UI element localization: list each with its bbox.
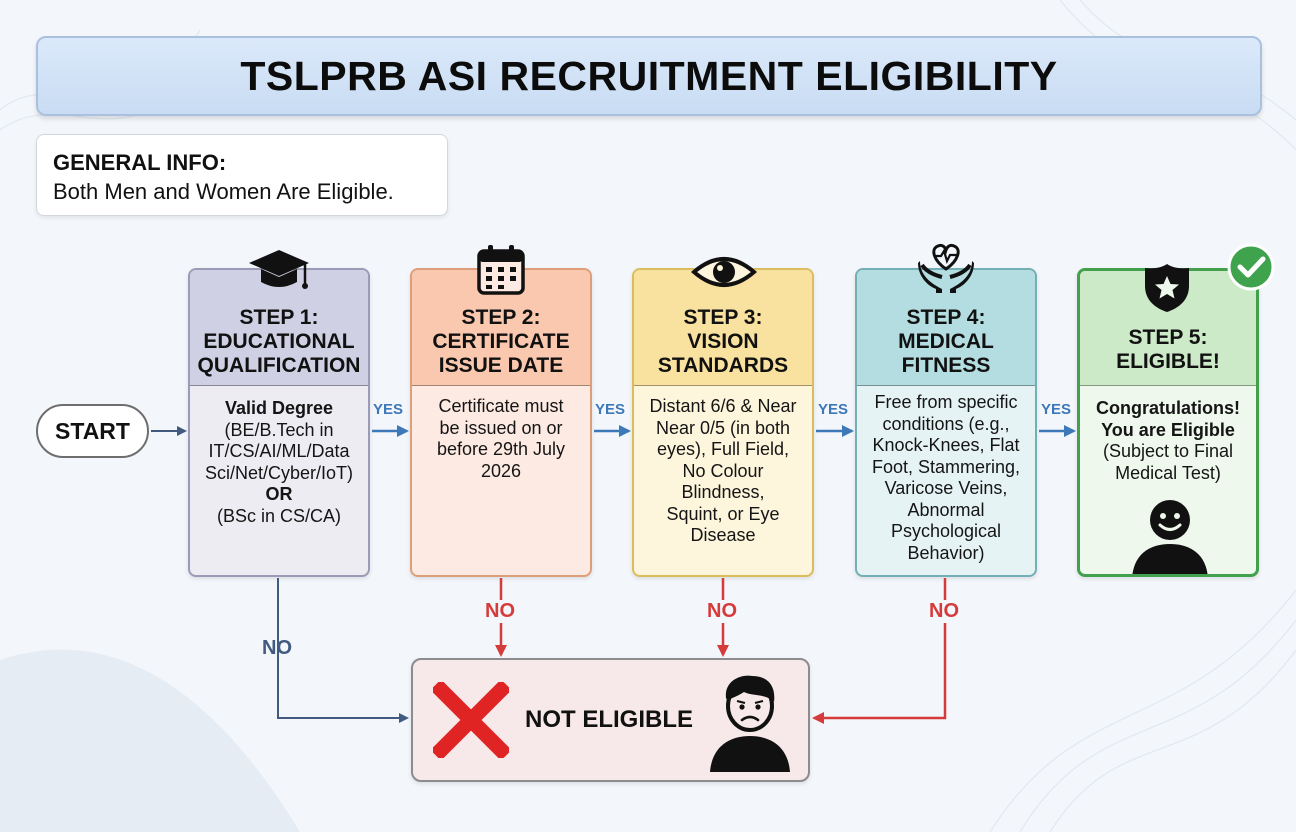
- arrow-step-4-no: [812, 578, 947, 724]
- step-1-body-line: (BSc in CS/CA): [216, 505, 342, 526]
- step-2-body-line: be issued on or: [439, 417, 563, 438]
- page-title: TSLPRB ASI RECRUITMENT ELIGIBILITY: [240, 52, 1058, 99]
- step-4-title-line: MEDICAL: [898, 330, 994, 353]
- step-2-body-line: Certificate must: [438, 396, 564, 416]
- happy-person-icon: [1132, 500, 1208, 574]
- step-1-title-line: STEP 1:: [239, 306, 319, 329]
- step-3-title-line: STANDARDS: [657, 354, 789, 377]
- checkmark-icon: [1227, 243, 1275, 291]
- yes-label-2: YES: [595, 401, 626, 418]
- step-4-body-line: Knock-Knees, Flat: [872, 435, 1020, 455]
- step-2-body-line: before 29th July: [436, 439, 566, 459]
- step-4-body-line: Free from specific: [874, 392, 1018, 412]
- step-5-box: STEP 5: ELIGIBLE! Congratulations! You a…: [1077, 268, 1259, 577]
- yes-label-3: YES: [818, 401, 849, 418]
- step-1-body-line: OR: [265, 484, 293, 504]
- yes-label-1: YES: [373, 401, 404, 418]
- step-1-title-line: QUALIFICATION: [197, 354, 361, 377]
- step-3-body: Distant 6/6 & Near Near 0/5 (in both eye…: [634, 386, 812, 547]
- step-2-title-line: CERTIFICATE: [432, 330, 570, 353]
- step-4-body-line: Behavior): [907, 542, 985, 563]
- step-3-title: STEP 3: VISION STANDARDS: [634, 270, 812, 386]
- step-3-title-line: VISION: [687, 330, 759, 353]
- step-5-body-line: Medical Test): [1115, 462, 1221, 483]
- step-4-box: STEP 4: MEDICAL FITNESS Free from specif…: [855, 268, 1037, 577]
- police-badge-icon: [1145, 264, 1189, 312]
- title-banner: TSLPRB ASI RECRUITMENT ELIGIBILITY: [36, 36, 1262, 116]
- step-3-body-line: Blindness,: [681, 482, 765, 502]
- no-label-step-1: NO: [262, 637, 292, 659]
- step-3-title-line: STEP 3:: [683, 306, 763, 329]
- step-5-title-line: ELIGIBLE!: [1116, 350, 1220, 373]
- general-info-heading: GENERAL INFO:: [53, 150, 227, 175]
- step-3-body-line: Disease: [690, 525, 756, 545]
- step-1-body-line: IT/CS/AI/ML/Data: [208, 441, 350, 461]
- step-1-body: Valid Degree (BE/B.Tech in IT/CS/AI/ML/D…: [190, 386, 368, 527]
- step-2-body: Certificate must be issued on or before …: [412, 386, 590, 482]
- arrow-step-1-no: [277, 578, 409, 723]
- step-4-body-line: Abnormal: [907, 499, 985, 520]
- step-4-title: STEP 4: MEDICAL FITNESS: [857, 270, 1035, 386]
- no-label-step-2: NO: [485, 600, 515, 623]
- step-4-body: Free from specific conditions (e.g., Kno…: [857, 386, 1035, 564]
- step-1-body-line: Sci/Net/Cyber/IoT): [204, 462, 354, 483]
- step-1-title: STEP 1: EDUCATIONAL QUALIFICATION: [190, 270, 368, 386]
- step-4-body-line: conditions (e.g.,: [882, 413, 1010, 434]
- step-1-body-line: (BE/B.Tech in: [224, 419, 334, 440]
- step-3-body-line: No Colour: [682, 460, 764, 481]
- not-eligible-label: NOT ELIGIBLE: [525, 706, 693, 733]
- step-5-body-line: Congratulations!: [1096, 398, 1240, 418]
- step-3-body-line: Squint, or Eye: [666, 503, 780, 524]
- step-4-body-line: Foot, Stammering,: [871, 456, 1021, 477]
- heart-hands-icon: [918, 243, 974, 293]
- no-label-step-3: NO: [707, 600, 737, 623]
- red-cross-icon: [433, 682, 509, 758]
- step-5-body-line: (Subject to Final: [1102, 441, 1234, 461]
- step-2-box: STEP 2: CERTIFICATE ISSUE DATE Certifica…: [410, 268, 592, 577]
- step-2-title-line: STEP 2:: [461, 306, 541, 329]
- step-1-body-line: Valid Degree: [224, 398, 334, 418]
- step-2-title-line: ISSUE DATE: [438, 354, 564, 377]
- step-4-title-line: STEP 4:: [906, 306, 986, 329]
- step-5-title: STEP 5: ELIGIBLE!: [1080, 271, 1256, 386]
- calendar-icon: [477, 245, 525, 295]
- step-4-body-line: Varicose Veins,: [884, 478, 1008, 498]
- start-node: START: [36, 404, 149, 458]
- step-3-box: STEP 3: VISION STANDARDS Distant 6/6 & N…: [632, 268, 814, 577]
- general-info-text: Both Men and Women Are Eligible.: [53, 179, 394, 204]
- yes-label-4: YES: [1041, 401, 1072, 418]
- no-label-step-4: NO: [929, 600, 959, 623]
- step-3-body-line: Near 0/5 (in both: [655, 417, 791, 438]
- eye-icon: [691, 257, 757, 287]
- step-5-body-line: You are Eligible: [1101, 419, 1235, 440]
- step-2-body-line: 2026: [480, 460, 522, 481]
- not-eligible-box: NOT ELIGIBLE: [411, 658, 810, 782]
- start-label: START: [55, 417, 130, 444]
- step-1-title-line: EDUCATIONAL: [203, 330, 355, 353]
- step-3-body-line: Distant 6/6 & Near: [649, 396, 797, 416]
- step-5-title-line: STEP 5:: [1128, 326, 1208, 349]
- step-5-body: Congratulations! You are Eligible (Subje…: [1080, 386, 1256, 484]
- graduation-cap-icon: [249, 250, 309, 289]
- step-1-box: STEP 1: EDUCATIONAL QUALIFICATION Valid …: [188, 268, 370, 577]
- step-4-body-line: Psychological: [890, 521, 1002, 541]
- step-3-body-line: eyes), Full Field,: [656, 439, 790, 459]
- general-info-box: GENERAL INFO: Both Men and Women Are Eli…: [36, 134, 448, 216]
- step-2-title: STEP 2: CERTIFICATE ISSUE DATE: [412, 270, 590, 386]
- step-4-title-line: FITNESS: [901, 354, 991, 377]
- sad-person-icon: [710, 675, 790, 772]
